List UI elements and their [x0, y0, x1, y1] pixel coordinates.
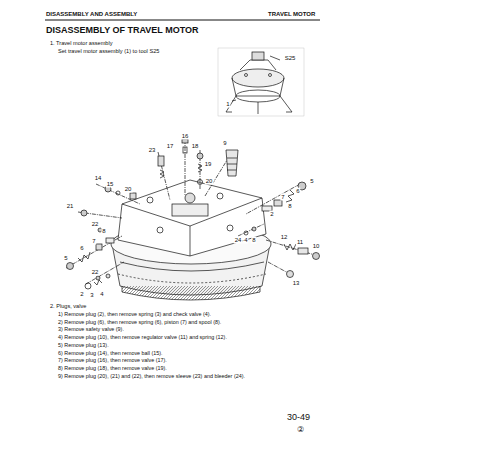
- callout-number: 6: [79, 245, 84, 252]
- procedure-step: 3) Remove safety valve (9).: [58, 326, 258, 332]
- callout-number: 19: [204, 161, 213, 168]
- page-header: TRAVEL MOTOR: [268, 11, 315, 18]
- callout-number: 3: [89, 292, 94, 299]
- page-title: DISASSEMBLY OF TRAVEL MOTOR: [46, 25, 199, 35]
- callout-number: 7: [91, 238, 96, 245]
- callout-number: 2: [79, 291, 84, 298]
- callout-number: 14: [94, 175, 103, 182]
- procedure-step: 5) Remove plug (13).: [58, 342, 258, 348]
- page-header: DISASSEMBLY AND ASSEMBLY: [46, 11, 137, 18]
- callout-number: 17: [166, 143, 175, 150]
- procedure-step: 8) Remove plug (18), then remove valve (…: [58, 365, 258, 371]
- callout-number: 20: [205, 178, 214, 185]
- procedure-step: 2) Remove plug (6), then remove spring (…: [58, 319, 258, 325]
- callout-number: 6: [295, 188, 300, 195]
- procedure-step: 4) Remove plug (10), then remove regulat…: [58, 334, 258, 340]
- callout-number: 5: [309, 178, 314, 185]
- callout-number: 4: [99, 291, 104, 298]
- callout-number: 8: [101, 228, 106, 235]
- callout-number: 21: [66, 203, 75, 210]
- callout-number: 22: [91, 269, 100, 276]
- page-number: 30-49: [287, 412, 310, 422]
- callout-number: 8: [287, 203, 292, 210]
- callout-number: 5: [63, 255, 68, 262]
- procedure-step: 6) Remove plug (14), then remove ball (1…: [58, 350, 258, 356]
- revision-mark: ②: [297, 425, 304, 434]
- callout-number: 16: [181, 133, 190, 140]
- callout-number: 23: [148, 147, 157, 154]
- callout-number: 12: [280, 234, 289, 241]
- step-heading: 2. Plugs, valve: [50, 303, 86, 309]
- callout-number: 7: [280, 194, 285, 201]
- callout-number: 22: [91, 221, 100, 228]
- callout-number: 1: [225, 101, 230, 108]
- callout-number: 15: [106, 181, 115, 188]
- procedure-step: 1) Remove plug (2), then remove spring (…: [58, 311, 258, 317]
- callout-number: 4: [243, 237, 248, 244]
- callout-number: 18: [191, 143, 200, 150]
- callout-number: 11: [296, 239, 304, 246]
- callout-number: 10: [312, 243, 321, 250]
- tool-label: S25: [284, 55, 297, 62]
- callout-number: 24: [234, 237, 243, 244]
- callout-number: 9: [222, 140, 227, 147]
- callout-number: 2: [269, 211, 274, 218]
- step-heading: 1. Travel motor assembly: [50, 40, 112, 46]
- step-text: Set travel motor assembly (1) to tool S2…: [58, 48, 159, 54]
- callout-number: 20: [124, 186, 133, 193]
- callout-number: 8: [251, 237, 256, 244]
- procedure-step: 9) Remove plug (20), (21) and (22), then…: [58, 373, 258, 379]
- callout-number: 13: [292, 280, 301, 287]
- procedure-step: 7) Remove plug (16), then remove valve (…: [58, 357, 258, 363]
